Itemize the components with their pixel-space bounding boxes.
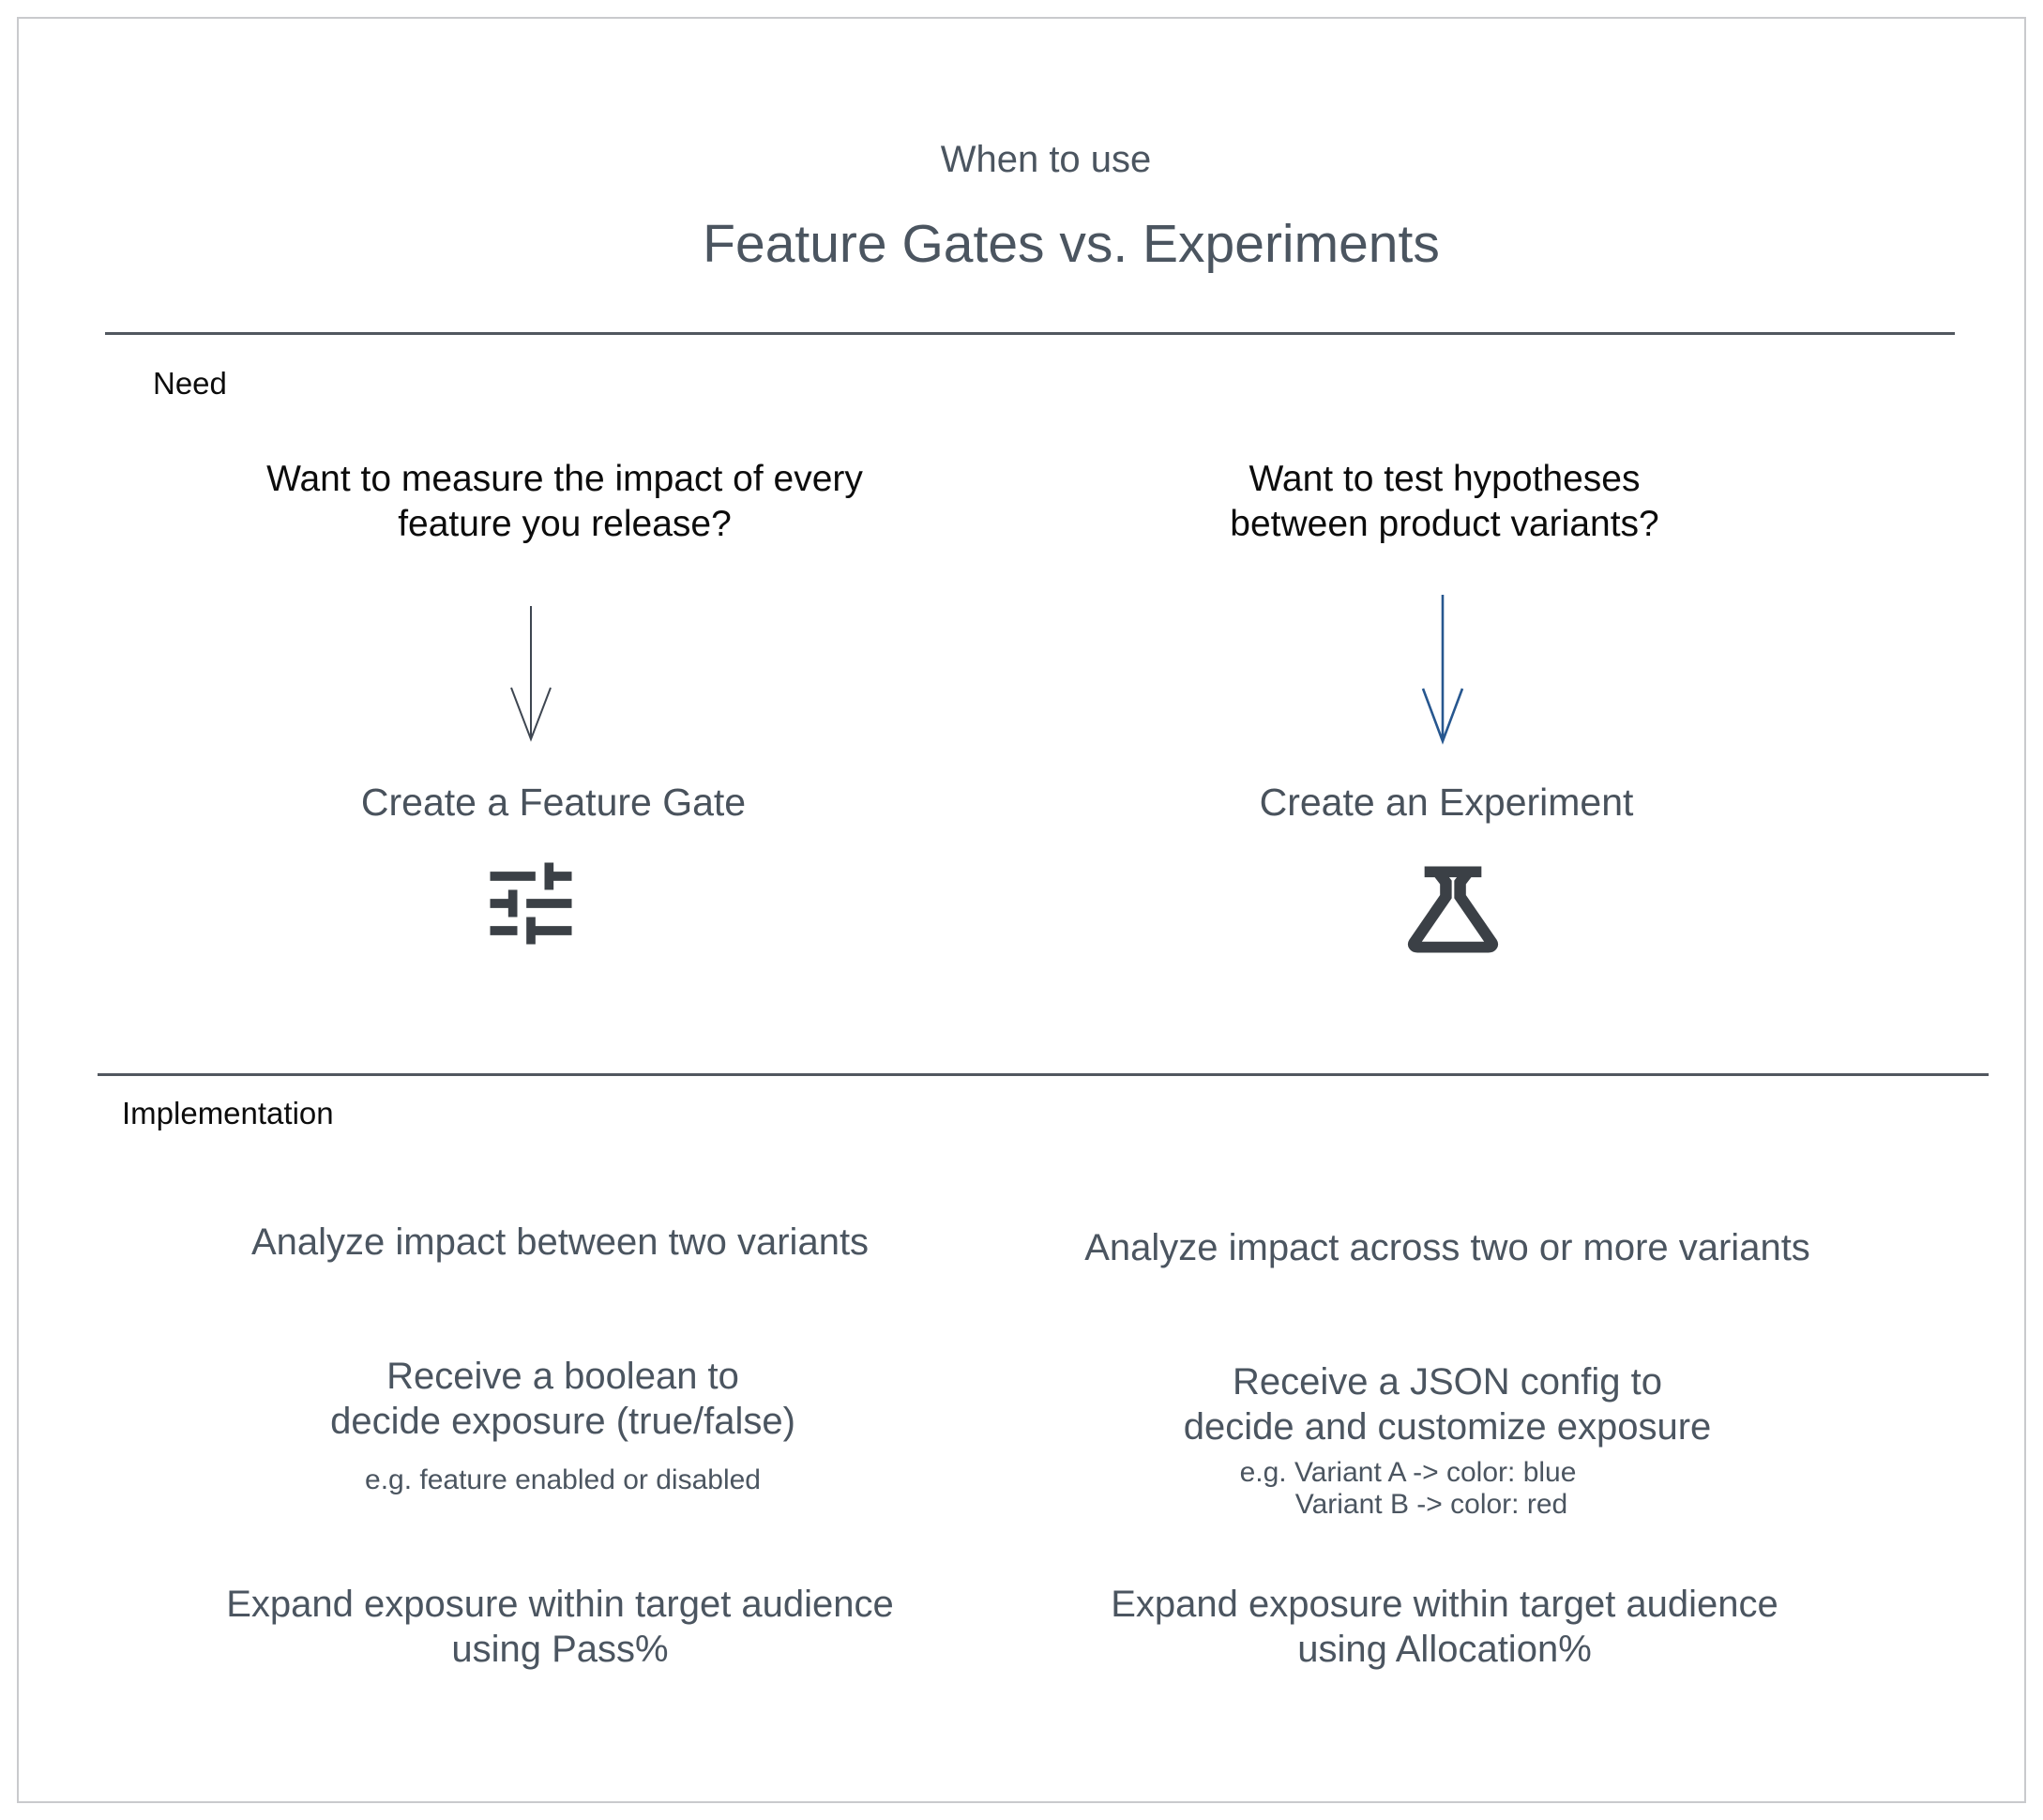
impl-left-expand: Expand exposure within target audience u… — [226, 1582, 894, 1672]
impl-left-receive-line2: decide exposure (true/false) — [330, 1401, 795, 1442]
need-question-right-line2: between product variants? — [1230, 503, 1659, 544]
outcome-label-feature-gate: Create a Feature Gate — [360, 781, 747, 824]
need-question-left-line1: Want to measure the impact of every — [266, 459, 863, 499]
need-question-left: Want to measure the impact of every feat… — [266, 457, 863, 547]
eyebrow-text: When to use — [940, 139, 1152, 180]
impl-left-receive-line1: Receive a boolean to — [386, 1356, 739, 1397]
impl-left-expand-line2: using Pass% — [451, 1629, 669, 1670]
need-section-label: Need — [153, 366, 227, 401]
impl-right-expand-line2: using Allocation% — [1297, 1629, 1592, 1670]
impl-right-analyze: Analyze impact across two or more varian… — [1084, 1227, 1810, 1268]
flask-icon — [1408, 866, 1498, 953]
impl-right-example-line2: Variant B -> color: red — [1294, 1489, 1568, 1520]
impl-right-receive: Receive a JSON config to decide and cust… — [1184, 1359, 1712, 1449]
impl-left-receive: Receive a boolean to decide exposure (tr… — [330, 1354, 795, 1444]
impl-right-expand-line1: Expand exposure within target audience — [1111, 1584, 1778, 1625]
down-arrow-icon — [1421, 595, 1464, 745]
impl-left-analyze: Analyze impact between two variants — [250, 1221, 870, 1263]
tune-sliders-icon — [490, 862, 572, 945]
impl-right-example-line1: e.g. Variant A -> color: blue — [1239, 1457, 1577, 1488]
outcome-label-experiment: Create an Experiment — [1259, 781, 1634, 824]
implementation-section-label: Implementation — [122, 1096, 334, 1130]
impl-left-example: e.g. feature enabled or disabled — [365, 1464, 761, 1495]
impl-right-receive-line1: Receive a JSON config to — [1233, 1361, 1662, 1403]
need-section-divider — [105, 332, 1955, 335]
down-arrow-icon — [510, 606, 552, 742]
page-frame — [17, 17, 2026, 1803]
page-title: Feature Gates vs. Experiments — [703, 214, 1440, 274]
need-question-left-line2: feature you release? — [398, 503, 732, 544]
impl-right-receive-line2: decide and customize exposure — [1183, 1406, 1712, 1448]
need-question-right: Want to test hypotheses between product … — [1230, 457, 1658, 547]
implementation-section-divider — [98, 1073, 1989, 1076]
need-question-right-line1: Want to test hypotheses — [1248, 459, 1641, 499]
impl-right-expand: Expand exposure within target audience u… — [1111, 1582, 1778, 1672]
impl-left-expand-line1: Expand exposure within target audience — [226, 1584, 894, 1625]
